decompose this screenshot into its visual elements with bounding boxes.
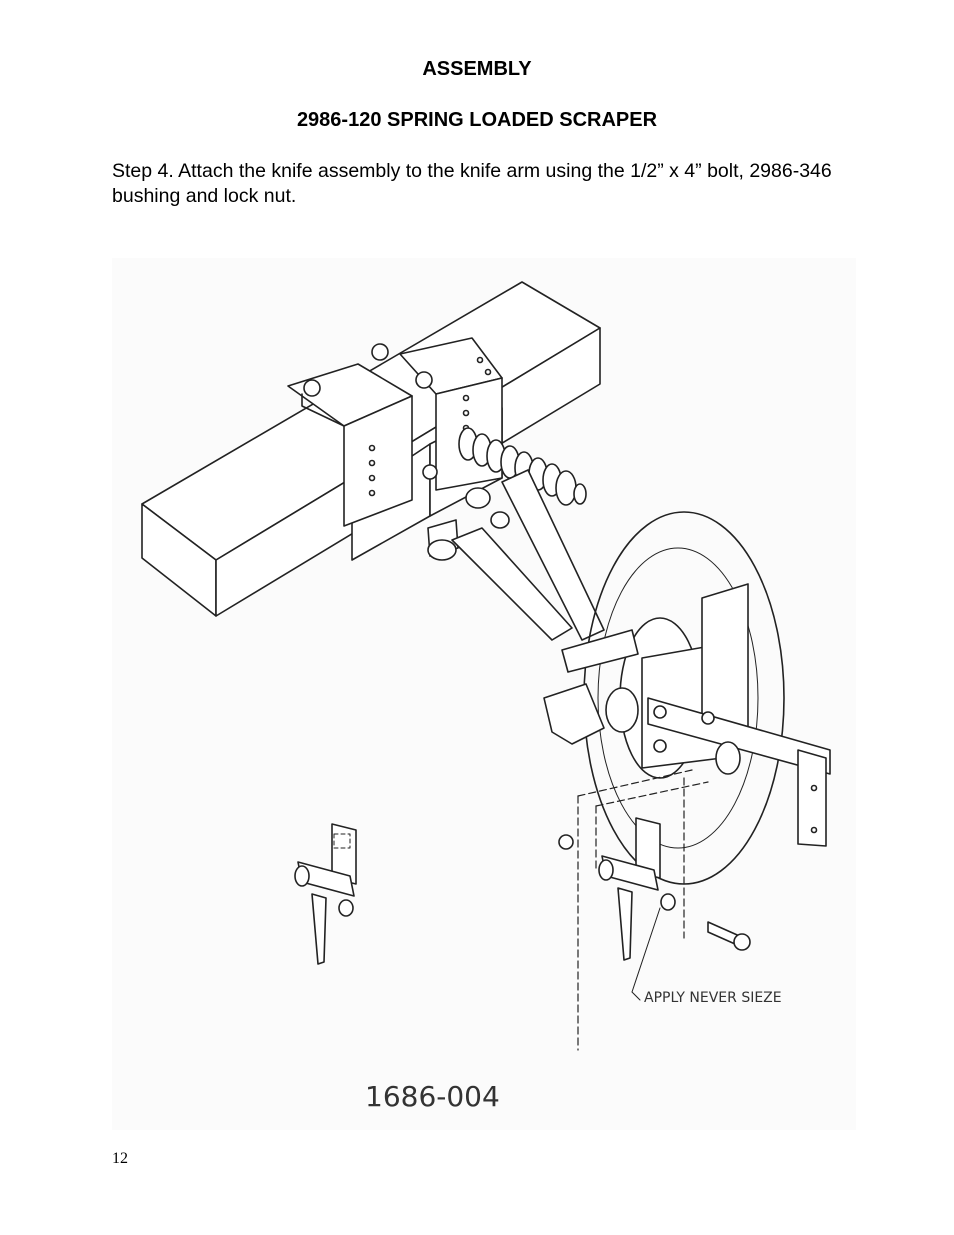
hub-frame: [543, 583, 831, 847]
page-number: 12: [112, 1150, 128, 1167]
drawing-number: 1686-004: [365, 1080, 500, 1113]
knife-arm: [422, 464, 605, 641]
knife-assembly-left: [294, 823, 357, 965]
step-instruction: Step 4. Attach the knife assembly to the…: [112, 160, 832, 207]
page-heading: ASSEMBLY: [422, 58, 532, 80]
assembly-drawing: APPLY NEVER SIEZE 1686-004: [112, 258, 856, 1130]
figure-callout: APPLY NEVER SIEZE: [644, 990, 782, 1006]
mount-bracket: [287, 337, 503, 561]
knife-assembly: [558, 769, 751, 1051]
section-heading: 2986-120 SPRING LOADED SCRAPER: [296, 109, 658, 131]
